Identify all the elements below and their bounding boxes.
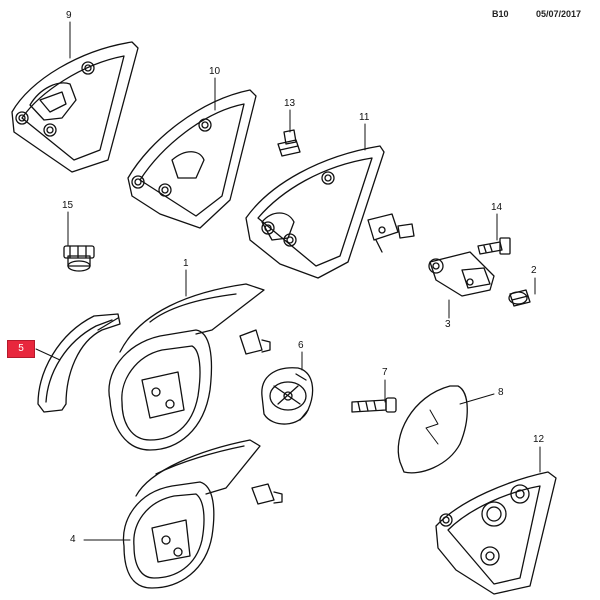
part-3-bracket[interactable] [428, 251, 495, 297]
sheet-date: 05/07/2017 [536, 9, 582, 19]
callout-3[interactable]: 3 [445, 319, 451, 330]
part-2-nut[interactable] [508, 289, 531, 307]
part-6-motor[interactable] [261, 367, 314, 425]
part-12-inner-trim[interactable] [435, 471, 557, 595]
part-9-inner-trim[interactable] [11, 41, 139, 173]
callout-4[interactable]: 4 [70, 534, 76, 545]
callout-1[interactable]: 1 [183, 258, 189, 269]
part-8-mirror-glass[interactable] [397, 385, 468, 474]
callout-9[interactable]: 9 [66, 10, 72, 21]
callout-6[interactable]: 6 [298, 340, 304, 351]
part-11-inner-trim[interactable] [245, 145, 385, 279]
callout-8[interactable]: 8 [498, 387, 504, 398]
part-7-screw[interactable] [351, 397, 397, 413]
wiring-connector[interactable] [367, 213, 415, 253]
leader-lines [35, 21, 541, 541]
callout-10[interactable]: 10 [209, 66, 221, 77]
part-10-inner-trim[interactable] [127, 89, 257, 229]
callout-2[interactable]: 2 [531, 265, 537, 276]
callout-15[interactable]: 15 [62, 200, 74, 211]
part-13-clip[interactable] [277, 129, 301, 157]
callout-14[interactable]: 14 [491, 202, 503, 213]
part-4-mirror-housing[interactable] [122, 439, 283, 589]
callout-5-highlighted[interactable]: 5 [7, 340, 35, 358]
sheet-code: B10 [492, 9, 509, 19]
callout-7[interactable]: 7 [382, 367, 388, 378]
part-1-mirror-assembly[interactable] [108, 283, 271, 451]
part-5-mirror-cover[interactable] [37, 313, 121, 413]
callout-13[interactable]: 13 [284, 98, 296, 109]
callout-11[interactable]: 11 [359, 112, 370, 123]
part-15-plug[interactable] [63, 245, 95, 272]
part-14-screw[interactable] [477, 237, 511, 255]
callout-12[interactable]: 12 [533, 434, 545, 445]
